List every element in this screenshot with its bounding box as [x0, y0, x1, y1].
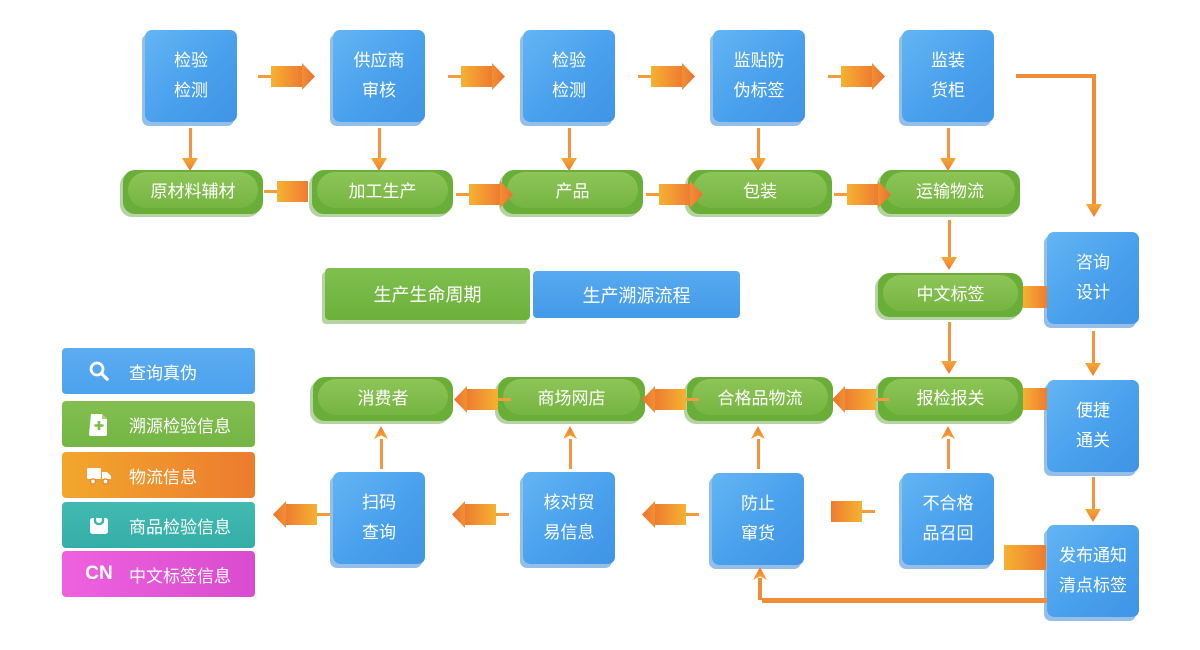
- legend-item-logistics-info: 物流信息: [62, 452, 255, 498]
- pill-consumer-label: 消费者: [357, 388, 409, 408]
- link-bar: [1023, 286, 1047, 308]
- node-container-loading: 监装 货柜: [902, 30, 994, 122]
- legend-item-label: 中文标签信息: [129, 566, 231, 586]
- node-prevent-diversion: 防止 窜货: [712, 473, 804, 565]
- flow-arrow-left-icon: [831, 501, 875, 522]
- tab-production-lifecycle: 生产生命周期: [325, 268, 530, 320]
- return-connector-horizontal: [762, 598, 1047, 603]
- truck-icon: [86, 462, 112, 488]
- flow-arrow-down-icon: [1085, 331, 1101, 376]
- legend-item-check-authenticity: 查询真伪: [62, 348, 255, 394]
- pill-customs-declaration-text: 报检报关: [916, 388, 985, 408]
- legend-item-label: 商品检验信息: [129, 517, 231, 537]
- node-inspection-test-2: 检验 检测: [523, 30, 615, 122]
- flow-arrow-right-icon: [834, 181, 891, 208]
- flow-arrow-down-icon: [182, 128, 198, 171]
- pill-processing: 加工生产: [312, 170, 453, 214]
- node-publish-notice: 发布通知 清点标签: [1047, 525, 1139, 617]
- shopping-bag-icon: [86, 512, 112, 538]
- flow-arrow-left-icon: [642, 386, 699, 413]
- file-plus-icon: [86, 411, 112, 437]
- flow-arrow-right-icon: [264, 181, 308, 202]
- flow-arrow-right-icon: [638, 63, 695, 90]
- elbow-connector-vertical: [1092, 74, 1096, 204]
- pill-customs-declaration: 报检报关: [878, 377, 1023, 421]
- link-bar: [1004, 545, 1046, 570]
- elbow-connector-horizontal: [1016, 74, 1096, 78]
- flow-arrow-left-icon: [452, 501, 509, 528]
- pill-raw-materials-label: 原材料辅材: [150, 181, 236, 201]
- pill-mall-online-store-label: 商场网店: [537, 388, 606, 408]
- pill-processing-label: 加工生产: [348, 181, 417, 201]
- flow-arrow-left-icon: [273, 501, 330, 528]
- node-consult-design: 咨询 设计: [1047, 232, 1139, 324]
- flow-arrow-down-icon: [941, 322, 957, 374]
- flow-arrow-up-icon: [940, 426, 956, 469]
- legend-item-chinese-label-info: CN 中文标签信息: [62, 551, 255, 597]
- flow-arrow-down-icon: [941, 220, 957, 270]
- tab-trace-process: 生产溯源流程: [533, 271, 740, 318]
- return-connector-vertical: [758, 578, 762, 600]
- flow-arrow-up-icon: [750, 426, 766, 469]
- link-bar: [1023, 388, 1047, 410]
- flow-arrow-right-icon: [456, 181, 513, 208]
- flow-arrow-up-icon: [752, 567, 768, 580]
- pill-mall-online-store: 商场网店: [498, 377, 645, 421]
- node-anti-fake-label: 监贴防 伪标签: [713, 30, 805, 122]
- flow-arrow-down-icon: [371, 128, 387, 171]
- flow-arrow-down-icon: [940, 128, 956, 171]
- node-supplier-audit: 供应商 审核: [333, 30, 425, 122]
- pill-raw-materials: 原材料辅材: [123, 170, 263, 214]
- legend-item-product-inspection-info: 商品检验信息: [62, 502, 255, 548]
- pill-qualified-logistics: 合格品物流: [687, 377, 833, 421]
- node-inspection-test-1: 检验 检测: [145, 30, 237, 122]
- flow-arrow-down-icon: [561, 128, 577, 171]
- pill-packaging-label: 包装: [743, 181, 777, 201]
- flow-arrow-left-icon: [832, 386, 889, 413]
- pill-chinese-label: 中文标签: [878, 273, 1023, 317]
- flow-arrow-right-icon: [448, 63, 505, 90]
- pill-packaging: 包装: [688, 170, 832, 214]
- flow-arrow-down-icon: [750, 128, 766, 171]
- pill-product: 产品: [502, 170, 643, 214]
- node-verify-trade-info: 核对贸 易信息: [523, 472, 615, 564]
- legend-item-label: 查询真伪: [129, 363, 197, 383]
- flow-arrow-up-icon: [373, 426, 389, 469]
- search-icon: [86, 358, 112, 384]
- pill-chinese-label-text: 中文标签: [916, 284, 985, 304]
- pill-qualified-logistics-label: 合格品物流: [717, 388, 803, 408]
- legend-item-label: 物流信息: [129, 467, 197, 487]
- pill-transport-logistics: 运输物流: [880, 170, 1020, 214]
- node-scan-query: 扫码 查询: [333, 472, 425, 564]
- legend-item-trace-inspection-info: 溯源检验信息: [62, 401, 255, 447]
- flow-arrow-left-icon: [642, 501, 699, 528]
- flow-arrow-down-icon: [1085, 477, 1101, 522]
- pill-consumer: 消费者: [313, 377, 453, 421]
- cn-label-icon: CN: [85, 563, 113, 584]
- legend-item-label: 溯源检验信息: [129, 416, 231, 436]
- flow-arrow-left-icon: [454, 386, 511, 413]
- node-recall-defective: 不合格 品召回: [902, 473, 994, 565]
- flow-arrow-right-icon: [646, 181, 703, 208]
- pill-product-label: 产品: [555, 181, 590, 201]
- flow-arrow-down-icon: [1086, 204, 1102, 217]
- flow-arrow-up-icon: [562, 426, 578, 469]
- node-easy-clearance: 便捷 通关: [1047, 380, 1139, 472]
- pill-transport-logistics-label: 运输物流: [916, 181, 984, 201]
- flow-arrow-right-icon: [828, 63, 885, 90]
- flow-arrow-right-icon: [258, 63, 315, 90]
